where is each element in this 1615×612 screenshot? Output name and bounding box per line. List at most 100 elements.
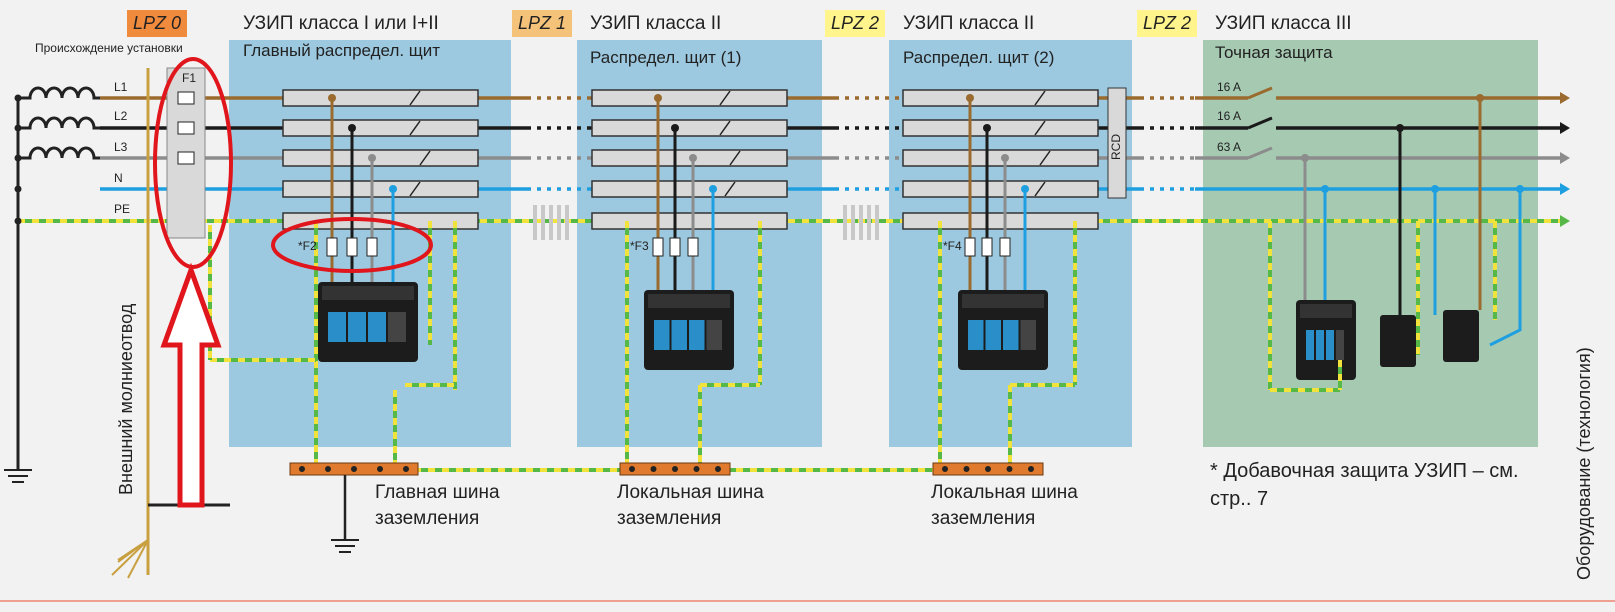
- main-fuse-0: [177, 91, 195, 105]
- spd-1-fuse-0: [652, 237, 664, 257]
- slash-9: [1034, 120, 1046, 136]
- busbar-2-hole-1: [650, 466, 657, 472]
- highlight-f2: [271, 217, 433, 273]
- board-2-bar-2: [902, 149, 1099, 167]
- spd-device-1-top: [648, 294, 730, 308]
- board-2-bar-1: [902, 119, 1099, 137]
- busbar-3-hole-2: [985, 466, 991, 472]
- conductor-l1: L1: [114, 80, 128, 94]
- spd-device-3-slot-1: [1316, 330, 1324, 360]
- spd-1-node-0: [654, 94, 662, 102]
- spd-main-node-2: [368, 154, 376, 162]
- main-fuse-2: [177, 151, 195, 165]
- zone-bg-2: [577, 40, 822, 447]
- breaker-2: [1247, 146, 1273, 160]
- spd-device-3-slot-0: [1306, 330, 1314, 360]
- spd-device-main-top: [322, 286, 414, 300]
- arrow-n: [1560, 183, 1570, 195]
- spd-device-2-top: [962, 294, 1044, 308]
- rcd-text: RCD: [1109, 134, 1123, 160]
- conductor-l2: L2: [114, 109, 128, 123]
- spd-2-node-0: [966, 94, 974, 102]
- busbar-label-1: Главная шина заземления: [375, 482, 500, 529]
- breaker-gap-1: [1248, 124, 1276, 132]
- c3-node-5: [1516, 185, 1524, 193]
- board-1-bar-4: [591, 212, 788, 230]
- busbar-1-hole-2: [351, 466, 357, 472]
- conductor-pe: PE: [114, 202, 131, 216]
- c3-node-4: [1431, 185, 1439, 193]
- zone-subtitle-3: Распредел. щит (2): [903, 48, 1055, 67]
- slash-5: [719, 120, 731, 136]
- spd-device-1-slot-1: [671, 320, 687, 350]
- equipment-label: Оборудование (технология): [1574, 347, 1594, 580]
- spd-1-fuse-2: [687, 237, 699, 257]
- origin-label: Происхождение установки: [35, 41, 183, 55]
- c3-node-0: [1301, 154, 1309, 162]
- board-2-bar-4: [902, 212, 1099, 230]
- busbar-3-hole-3: [1006, 466, 1013, 472]
- busbar-1-hole-1: [325, 466, 331, 472]
- spd-2-fuse-2: [999, 237, 1011, 257]
- spd-1-node-1: [671, 124, 679, 132]
- busbar-2-hole-3: [693, 466, 700, 472]
- busbar-1-hole-4: [403, 466, 409, 472]
- main-fuse-1: [177, 121, 195, 135]
- spd-device-1-slot-3: [706, 320, 722, 350]
- board-main-bar-2: [282, 149, 479, 167]
- spd-device-2-slot-3: [1020, 320, 1036, 350]
- board-2-bar-3: [902, 180, 1099, 198]
- busbar-3-hole-4: [1028, 466, 1034, 472]
- spd-device-4: [1380, 315, 1416, 367]
- lightning-label: Внешний молниеотвод: [116, 303, 136, 495]
- lpz-tag-3: LPZ 2: [1137, 10, 1198, 37]
- spd-device-1-slot-0: [654, 320, 670, 350]
- spd-device-3-top: [1300, 304, 1352, 318]
- board-1-bar-3: [591, 180, 788, 198]
- spd-device-main-slot-3: [388, 312, 406, 342]
- footnote: * Добавочная защита УЗИП – см. стр.. 7: [1210, 460, 1519, 510]
- breaker-label-3: 63 A: [1217, 140, 1242, 154]
- spd-main-fuse-0: [326, 237, 338, 257]
- node-input-1: [14, 124, 22, 132]
- board-main-bar-1: [282, 119, 479, 137]
- conductor-n: N: [114, 171, 123, 185]
- highlight-main-fuse: [153, 57, 233, 269]
- busbar-1-hole-0: [299, 466, 305, 472]
- spd-device-2-slot-2: [1003, 320, 1019, 350]
- slash-11: [1034, 181, 1046, 197]
- spd-main-node-0: [328, 94, 336, 102]
- spd-main-fuse-2: [366, 237, 378, 257]
- lpz-tag-2: LPZ 2: [825, 10, 886, 37]
- zone-subtitle-1: Главный распредел. щит: [243, 41, 441, 60]
- c3-n3: [1489, 189, 1522, 347]
- highlight-arrow: [160, 262, 222, 508]
- zone-subtitle-2: Распредел. щит (1): [590, 48, 742, 67]
- zone-title-1: УЗИП класса I или I+II: [243, 13, 439, 34]
- busbar-2-hole-2: [672, 466, 678, 472]
- fuse-label-f4: *F4: [943, 239, 962, 253]
- node-input-3: [14, 185, 22, 193]
- spd-device-2-slot-0: [968, 320, 984, 350]
- node-input-4: [14, 217, 22, 225]
- slash-2: [419, 150, 431, 166]
- spd-1-fuse-1: [669, 237, 681, 257]
- slash-10: [1039, 150, 1051, 166]
- coil-2: [18, 116, 100, 130]
- breaker-label-2: 16 A: [1217, 109, 1242, 123]
- breaker-gap-2: [1248, 154, 1276, 162]
- spd-2-node-3: [1021, 185, 1029, 193]
- arrow-pe: [1560, 215, 1570, 227]
- spd-2-fuse-1: [981, 237, 993, 257]
- arrow-l3: [1560, 152, 1570, 164]
- busbar-3-hole-0: [942, 466, 948, 472]
- spd-2-node-2: [1001, 154, 1009, 162]
- spd-device-3-slot-2: [1326, 330, 1334, 360]
- slash-8: [1034, 90, 1046, 106]
- conductor-l3: L3: [114, 140, 128, 154]
- fuse-label-f2: *F2: [298, 239, 317, 253]
- board-2-bar-0: [902, 89, 1099, 107]
- node-input-0: [14, 94, 22, 102]
